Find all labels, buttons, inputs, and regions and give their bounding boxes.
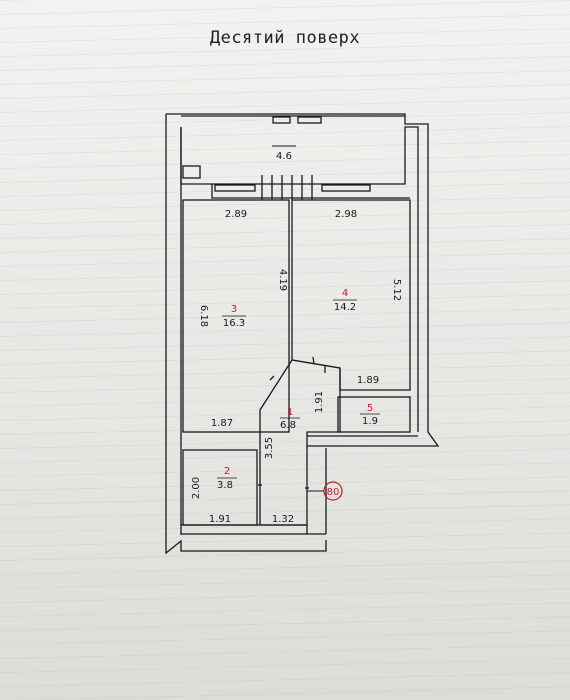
room-4-area: 14.2 xyxy=(334,302,356,313)
dim-room3-top: 2.89 xyxy=(225,209,247,220)
outer-wall-top-right xyxy=(166,113,440,447)
balcony-vent xyxy=(182,165,201,179)
dim-room4-right: 5.12 xyxy=(391,279,402,301)
walls xyxy=(165,113,440,555)
room-3-walls xyxy=(182,199,290,433)
room-4-number: 4 xyxy=(342,288,348,299)
hall-walls xyxy=(259,359,341,526)
room-1-number: 1 xyxy=(287,407,293,418)
door-marks xyxy=(258,356,326,489)
outer-wall-left xyxy=(165,114,327,555)
room-3-number: 3 xyxy=(231,304,237,315)
dim-room2-left: 2.00 xyxy=(191,477,202,499)
dim-room3-right: 4.19 xyxy=(277,269,288,291)
dim-room4-top: 2.98 xyxy=(335,209,357,220)
apartment-number: 80 xyxy=(327,487,340,498)
dim-hall-vertical: 1.91 xyxy=(314,391,325,413)
room-1-area: 6.8 xyxy=(280,420,296,431)
dim-room4-bottom: 1.89 xyxy=(357,375,379,386)
room-2-number: 2 xyxy=(224,466,230,477)
room-2-area: 3.8 xyxy=(217,480,233,491)
dim-hall-bottom: 1.32 xyxy=(272,514,294,525)
room-3-area: 16.3 xyxy=(223,318,245,329)
balcony-area-label: 4.6 xyxy=(276,151,292,162)
dim-room2-bottom: 1.91 xyxy=(209,514,231,525)
room-5-number: 5 xyxy=(367,403,373,414)
room-5-walls xyxy=(337,396,411,433)
dim-room3-bottom: 1.87 xyxy=(211,418,233,429)
dim-room3-height: 6.18 xyxy=(198,305,209,327)
dim-hall-left: 3.55 xyxy=(264,437,275,459)
floor-title: Десятий поверх xyxy=(209,28,361,48)
room-5-area: 1.9 xyxy=(362,416,378,427)
balcony-wall xyxy=(180,126,419,432)
